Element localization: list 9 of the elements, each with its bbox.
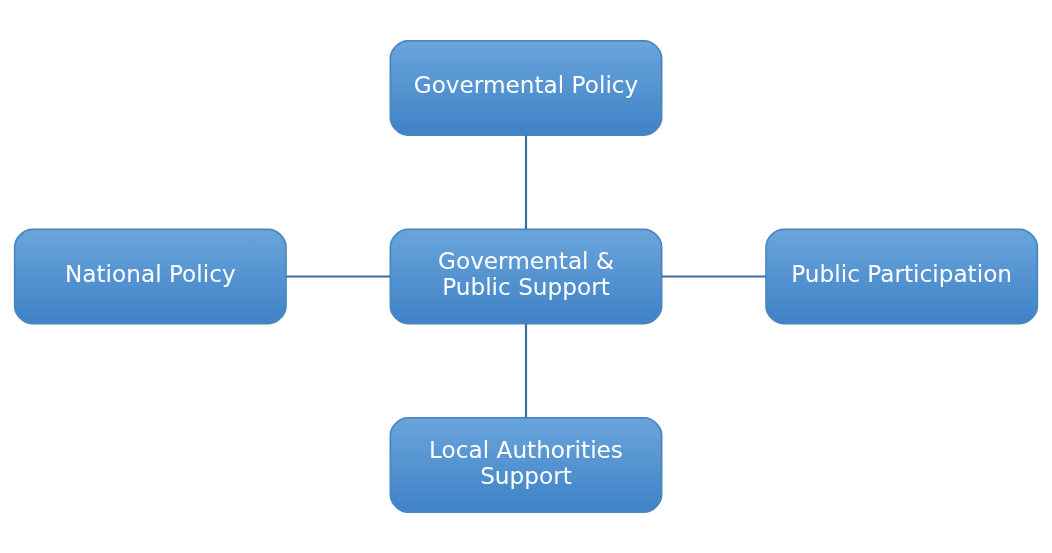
node-box: National Policy (13, 228, 287, 325)
connector (286, 275, 391, 278)
connector (661, 275, 766, 278)
node-box: Govermental & Public Support (389, 228, 663, 325)
node-box: Public Participation (765, 228, 1039, 325)
connector (524, 323, 528, 418)
node-box: Govermental Policy (389, 39, 663, 136)
node-box: Local Authorities Support (389, 417, 663, 514)
connector (524, 135, 528, 230)
